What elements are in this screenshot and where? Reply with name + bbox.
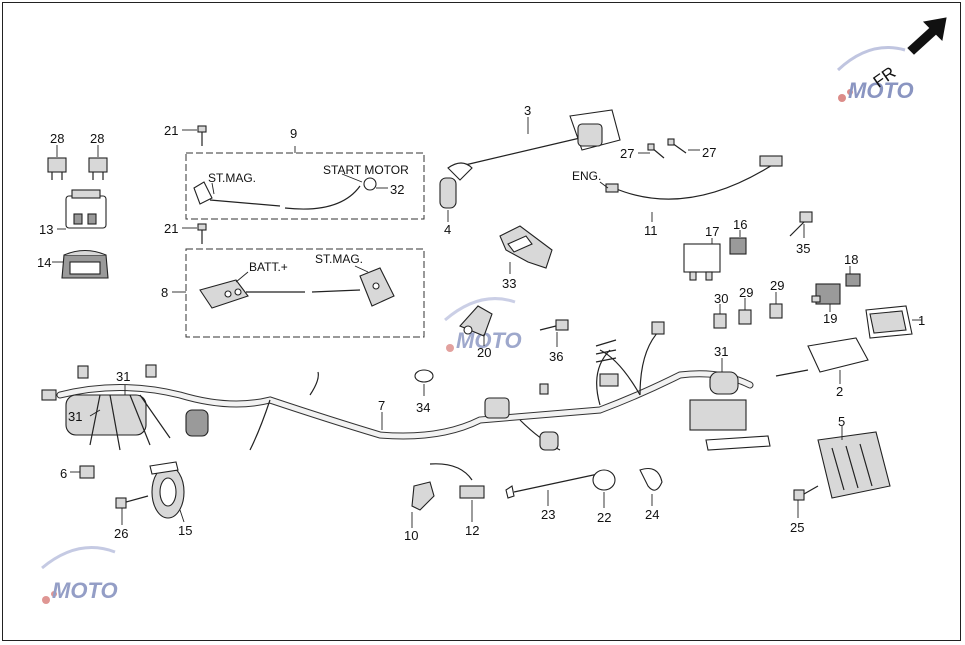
callout-4: 4	[444, 222, 451, 237]
fuse-30	[713, 313, 727, 329]
cable-assembly-9-box	[185, 152, 425, 220]
label-eng: ENG.	[572, 169, 601, 183]
callout-28-right: 28	[90, 131, 104, 146]
callout-21-bottom: 21	[164, 221, 178, 236]
rubber-boot-10	[411, 481, 435, 511]
callout-27-right: 27	[702, 145, 716, 160]
label-batt-plus: BATT.+	[249, 260, 288, 274]
bolt-36	[539, 319, 569, 331]
ignition-coil-3	[439, 109, 621, 209]
callout-20: 20	[477, 345, 491, 360]
connector-6	[79, 465, 95, 479]
callout-9: 9	[290, 126, 297, 141]
bolt-35	[789, 211, 813, 237]
callout-19: 19	[823, 311, 837, 326]
bolt-25	[793, 485, 819, 501]
callout-12: 12	[465, 523, 479, 538]
callout-1: 1	[918, 313, 925, 328]
callout-13: 13	[39, 222, 53, 237]
relay-cover-14	[61, 249, 109, 279]
screw-27-right	[667, 138, 687, 154]
starter-cable-9	[193, 177, 377, 210]
connector-18	[845, 273, 861, 287]
neutral-switch-12	[429, 463, 485, 499]
callout-16: 16	[733, 217, 747, 232]
callout-31-right: 31	[714, 344, 728, 359]
battery-cable-8	[199, 267, 395, 309]
callout-25: 25	[790, 520, 804, 535]
callout-8: 8	[161, 285, 168, 300]
callout-33: 33	[502, 276, 516, 291]
bracket-20	[459, 305, 493, 337]
callout-30: 30	[714, 291, 728, 306]
callout-2: 2	[836, 384, 843, 399]
callout-24: 24	[645, 507, 659, 522]
fuse-29-left	[738, 309, 752, 325]
connector-16	[729, 237, 747, 255]
callout-14: 14	[37, 255, 51, 270]
fuse-28-left	[47, 157, 67, 180]
callout-29-left: 29	[739, 285, 753, 300]
label-st-mag-top: ST.MAG.	[208, 171, 256, 185]
cable-tie-23	[505, 473, 599, 499]
ground-cable-11	[605, 155, 783, 200]
callout-5: 5	[838, 414, 845, 429]
callout-21-top: 21	[164, 123, 178, 138]
callout-15: 15	[178, 523, 192, 538]
starter-relay-13	[65, 189, 107, 229]
flasher-19	[811, 283, 841, 305]
clamp-34	[414, 369, 434, 383]
callout-31-left-top: 31	[116, 369, 130, 384]
label-st-mag-bottom: ST.MAG.	[315, 252, 363, 266]
callout-10: 10	[404, 528, 418, 543]
svg-text:MOTO: MOTO	[848, 78, 914, 103]
callout-22: 22	[597, 510, 611, 525]
watermark-logo-top-right: MOTO	[836, 46, 914, 103]
fuse-28-right	[88, 157, 108, 180]
callout-35: 35	[796, 241, 810, 256]
bolt-21-bottom	[197, 223, 207, 244]
callout-27-left: 27	[620, 146, 634, 161]
connector-cover-1	[865, 305, 913, 339]
bolt-26	[115, 495, 149, 509]
callout-32: 32	[390, 182, 404, 197]
relay-17	[683, 243, 721, 281]
regulator-rectifier-5	[817, 431, 891, 499]
cdi-unit-2	[775, 337, 869, 377]
bolt-21-top	[197, 125, 207, 146]
horn-15	[149, 461, 185, 519]
callout-17: 17	[705, 224, 719, 239]
callout-34: 34	[416, 400, 430, 415]
callout-11: 11	[644, 223, 658, 238]
main-wiring-harness-7	[41, 321, 771, 451]
callout-28-left: 28	[50, 131, 64, 146]
fuse-29-right	[769, 303, 783, 319]
callout-3: 3	[524, 103, 531, 118]
callout-31-left-bottom: 31	[68, 409, 82, 424]
band-22	[592, 469, 616, 491]
callout-18: 18	[844, 252, 858, 267]
label-start-motor: START MOTOR	[323, 163, 409, 177]
callout-6: 6	[60, 466, 67, 481]
cable-assembly-8-box	[185, 248, 425, 338]
callout-7: 7	[378, 398, 385, 413]
clip-24	[639, 467, 663, 491]
callout-26: 26	[114, 526, 128, 541]
screw-27-left	[647, 143, 665, 159]
callout-29-right: 29	[770, 278, 784, 293]
watermark-logo-bottom-left: MOTO	[41, 546, 118, 604]
callout-36: 36	[549, 349, 563, 364]
svg-text:MOTO: MOTO	[52, 578, 118, 603]
callout-23: 23	[541, 507, 555, 522]
bracket-33	[499, 225, 553, 269]
